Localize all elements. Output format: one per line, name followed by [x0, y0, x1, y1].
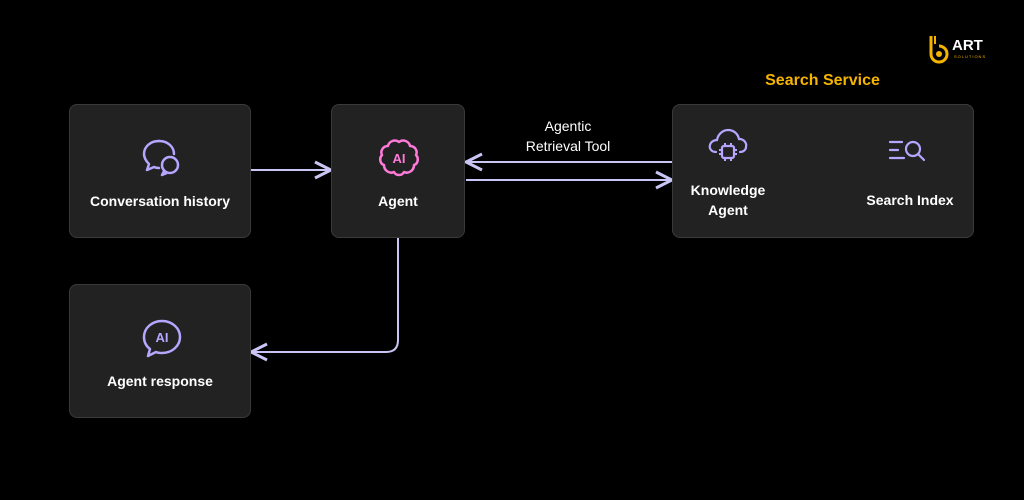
agent-response-label: Agent response [107, 373, 213, 389]
svg-text:AI: AI [156, 330, 169, 345]
brand-mark-icon [929, 36, 949, 64]
agent-response-node: AI Agent response [69, 284, 251, 418]
search-service-title: Search Service [765, 72, 880, 89]
conversation-history-label: Conversation history [89, 193, 231, 209]
search-index-label: Search Index [866, 192, 954, 208]
search-index-node: Search Index [858, 104, 962, 238]
ai-brain-icon: AI [379, 139, 419, 177]
cloud-chip-icon [708, 128, 748, 161]
edge-agent-response [251, 237, 399, 352]
brand-logo: ART SOLUTIONS [928, 34, 998, 66]
chat-bubbles-icon [142, 139, 180, 177]
brand-subtitle: SOLUTIONS [954, 54, 987, 59]
agent-node: AI Agent [331, 104, 465, 238]
conversation-history-node: Conversation history [69, 104, 251, 238]
knowledge-agent-label: Knowledge Agent [690, 182, 766, 218]
brand-name: ART [952, 37, 983, 54]
search-list-icon [888, 140, 926, 162]
knowledge-agent-node: Knowledge Agent [678, 104, 778, 238]
ai-chat-bubble-icon: AI [142, 319, 182, 358]
agent-label: Agent [378, 193, 418, 209]
svg-text:AI: AI [393, 151, 406, 166]
agentic-retrieval-tool-label: Agentic Retrieval Tool [525, 118, 611, 154]
search-service-group [672, 104, 974, 238]
